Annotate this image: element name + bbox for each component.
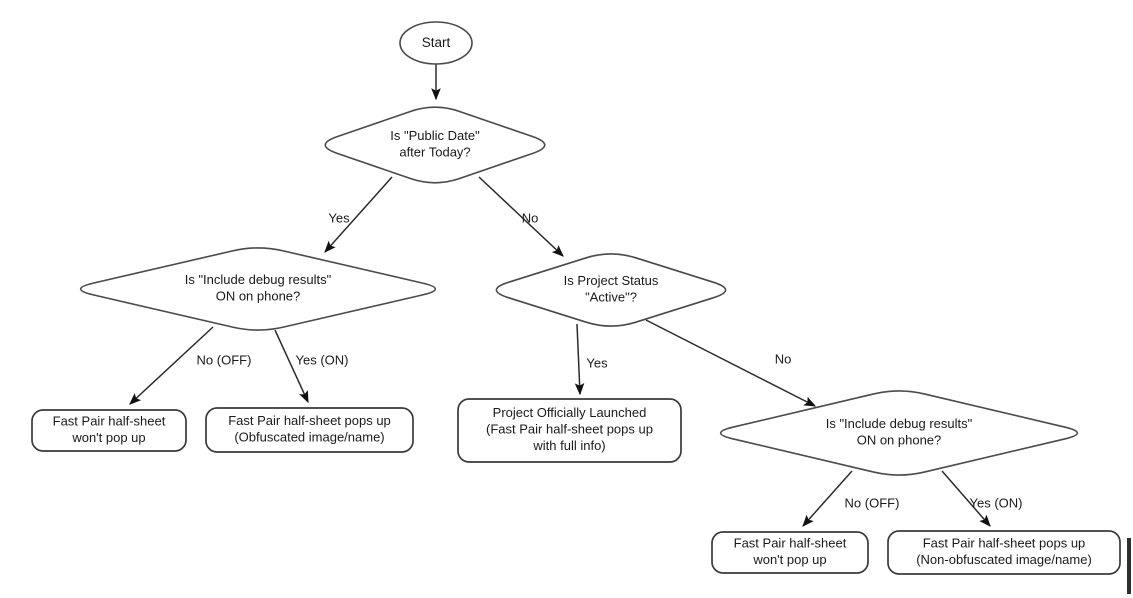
edge-label-e-debugleft-no: No (OFF) <box>197 352 252 367</box>
edge-e-debugright-no <box>802 470 853 527</box>
node-label-decision-public-date: Is "Public Date"after Today? <box>390 128 480 160</box>
edge-label-e-debugleft-yes: Yes (ON) <box>296 352 349 367</box>
edge-label-e-status-no: No <box>775 351 792 366</box>
node-result-non-obfuscated: Fast Pair half-sheet pops up(Non-obfusca… <box>887 530 1121 575</box>
edge-e-debugright-yes <box>941 470 991 527</box>
edge-e-date-no <box>478 176 564 257</box>
edge-label-e-date-no: No <box>522 210 539 225</box>
right-edge-marker <box>1127 538 1131 594</box>
edge-label-e-status-yes: Yes <box>586 355 608 370</box>
edge-e-debugleft-no <box>129 326 214 405</box>
edge-e-status-no <box>645 319 817 407</box>
shape-ellipse-start <box>399 21 473 65</box>
node-start: Start <box>399 21 473 65</box>
shape-rect-result-obfuscated <box>205 407 414 453</box>
shape-rect-result-no-popup-left <box>31 409 187 452</box>
node-label-decision-debug-left: Is "Include debug results"ON on phone? <box>185 272 332 304</box>
edge-label-e-debugright-yes: Yes (ON) <box>970 495 1023 510</box>
shape-diamond-decision-project-status <box>495 253 727 327</box>
edge-label-e-debugright-no: No (OFF) <box>845 495 900 510</box>
edge-e-status-yes <box>574 323 585 396</box>
node-result-obfuscated: Fast Pair half-sheet pops up(Obfuscated … <box>205 407 414 453</box>
node-result-launched: Project Officially Launched(Fast Pair ha… <box>457 398 682 463</box>
shape-diamond-decision-debug-left <box>79 247 437 331</box>
node-decision-project-status: Is Project Status"Active"? <box>495 253 727 327</box>
edge-e-date-yes <box>324 176 393 253</box>
shape-diamond-decision-debug-right <box>719 390 1079 476</box>
node-decision-public-date: Is "Public Date"after Today? <box>324 106 546 184</box>
shape-rect-result-no-popup-right <box>711 531 869 574</box>
node-label-start: Start <box>422 35 451 50</box>
node-label-result-non-obfuscated: Fast Pair half-sheet pops up(Non-obfusca… <box>916 536 1092 568</box>
edge-e-debugleft-yes <box>274 329 309 404</box>
node-label-result-launched: Project Officially Launched(Fast Pair ha… <box>486 405 653 453</box>
edge-label-e-date-yes: Yes <box>328 210 350 225</box>
node-label-result-obfuscated: Fast Pair half-sheet pops up(Obfuscated … <box>228 413 391 445</box>
node-label-decision-debug-right: Is "Include debug results"ON on phone? <box>826 416 973 448</box>
nodes-layer: Start Is "Public Date"after Today? Is "Inc… <box>31 21 1121 575</box>
shape-rect-result-non-obfuscated <box>887 530 1121 575</box>
node-decision-debug-left: Is "Include debug results"ON on phone? <box>79 247 437 331</box>
shape-rect-result-launched <box>457 398 682 463</box>
node-decision-debug-right: Is "Include debug results"ON on phone? <box>719 390 1079 476</box>
shape-diamond-decision-public-date <box>324 106 546 184</box>
edges-layer <box>129 64 991 527</box>
node-label-decision-project-status: Is Project Status"Active"? <box>564 273 659 305</box>
